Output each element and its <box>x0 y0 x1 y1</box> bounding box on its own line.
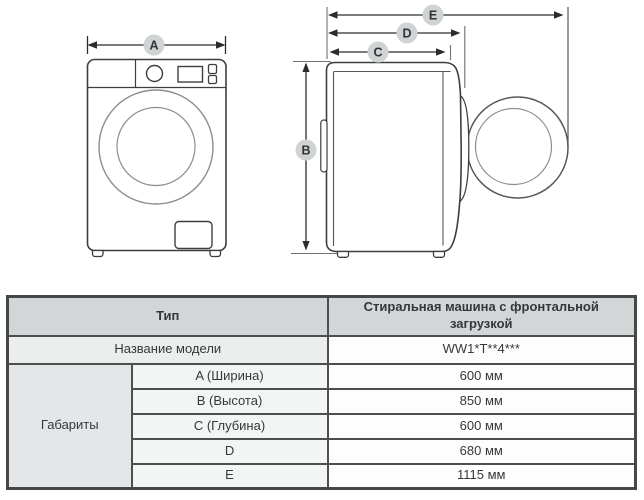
open-door-outer-circle <box>466 96 569 199</box>
dim-c-label-cell: C (Глубина) <box>130 412 329 440</box>
table-row-type: Тип Стиральная машина с фронтальной загр… <box>6 295 637 337</box>
dim-c-value-cell: 600 мм <box>326 412 637 440</box>
front-left-foot <box>91 249 104 258</box>
dimension-d-line: D <box>328 22 461 44</box>
display-panel <box>177 65 204 83</box>
dim-d-value-cell: 680 мм <box>326 437 637 465</box>
side-body-outline <box>325 61 463 253</box>
door-inner-circle <box>116 106 196 187</box>
dim-label-a: A <box>149 39 158 53</box>
dim-b-value-cell: 850 мм <box>326 387 637 415</box>
dimensions-diagram: A B <box>86 4 569 258</box>
type-label-cell: Тип <box>6 295 329 337</box>
table-row-dim-c: C (Глубина) 600 мм <box>8 412 637 440</box>
dim-label-circle-d <box>396 22 418 44</box>
dim-label-circle-c <box>367 41 389 63</box>
dim-label-d: D <box>402 27 411 41</box>
side-right-foot <box>432 250 446 258</box>
arrow-left-icon <box>87 41 97 49</box>
program-knob-icon <box>145 64 164 83</box>
table-row-dim-e: E 1115 мм <box>8 462 637 490</box>
button-bottom-icon <box>207 74 218 85</box>
front-view-diagram: A <box>86 34 227 258</box>
arrow-up-icon <box>302 62 310 72</box>
dim-label-circle-a <box>143 34 165 56</box>
dim-d-label-cell: D <box>130 437 329 465</box>
table-row-model: Название модели WW1*T**4*** <box>6 334 637 365</box>
dim-e-value-cell: 1115 мм <box>326 462 637 490</box>
dimension-c-line: C <box>329 41 446 63</box>
dimension-e-line: E <box>328 4 564 26</box>
table-row-dim-b: B (Высота) 850 мм <box>8 387 637 415</box>
dim-label-e: E <box>429 9 437 23</box>
model-value-cell: WW1*T**4*** <box>326 334 637 365</box>
dim-a-value-cell: 600 мм <box>326 362 637 390</box>
front-right-foot <box>209 249 222 258</box>
table-row-dim-a: Габариты A (Ширина) 600 мм <box>6 362 637 490</box>
dim-e-label-cell: E <box>130 462 329 490</box>
table-row-dim-d: D 680 мм <box>8 437 637 465</box>
door-outer-circle <box>98 89 214 205</box>
side-view-diagram: E D C <box>320 4 569 258</box>
button-top-icon <box>207 63 218 75</box>
side-left-foot <box>336 250 350 258</box>
open-door-inner-circle <box>474 107 553 186</box>
dim-label-c: C <box>373 46 382 60</box>
model-label-cell: Название модели <box>6 334 329 365</box>
dim-b-label-cell: B (Высота) <box>130 387 329 415</box>
dimension-b-line: B <box>291 61 337 254</box>
dim-label-circle-e <box>422 4 444 26</box>
spec-table: Тип Стиральная машина с фронтальной загр… <box>6 295 638 490</box>
dim-label-b: B <box>301 144 310 158</box>
dim-a-label-cell: A (Ширина) <box>130 362 329 390</box>
type-value-cell: Стиральная машина с фронтальной загрузко… <box>326 295 637 337</box>
front-body-outline <box>86 58 227 252</box>
arrow-right-icon <box>216 41 226 49</box>
rear-protrusion <box>320 119 328 173</box>
dim-label-circle-b <box>295 139 317 161</box>
dimensions-group-cell: Габариты <box>6 362 133 490</box>
filter-access-door <box>174 220 213 250</box>
arrow-down-icon <box>302 241 310 251</box>
